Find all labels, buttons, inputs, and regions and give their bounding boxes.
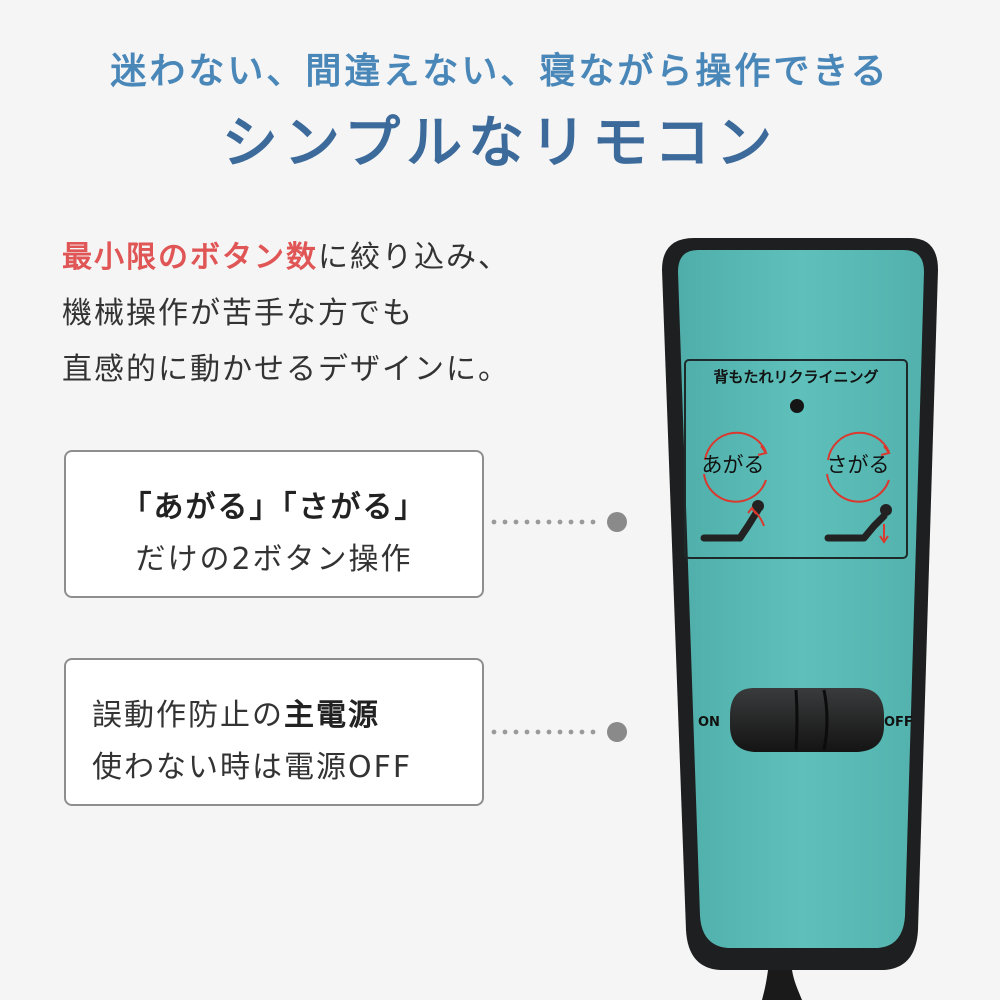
- headline-title: シンプルなリモコン: [221, 111, 779, 176]
- control-panel: [684, 359, 908, 559]
- down-arrowhead-icon: [880, 445, 891, 456]
- indicator-light: [790, 399, 804, 413]
- callout-power-prefix: 誤動作防止の: [92, 698, 284, 733]
- leader-line-buttons: [491, 512, 627, 532]
- intro-text: 最小限のボタン数に絞り込み、 機械操作が苦手な方でも 直感的に動かせるデザインに…: [62, 230, 622, 398]
- leader-line-power: [491, 722, 627, 742]
- up-arrow-icon-lower: [703, 473, 767, 503]
- intro-line-1-rest: に絞り込み、: [318, 240, 510, 275]
- intro-highlight: 最小限のボタン数: [62, 240, 318, 275]
- switch-off-label: OFF: [884, 715, 913, 730]
- down-arrow-icon: [827, 431, 890, 461]
- up-button[interactable]: あがる: [702, 431, 768, 503]
- down-arrow-icon-lower: [826, 473, 890, 503]
- callout-buttons: 「あがる」「さがる」 だけの2ボタン操作: [64, 450, 484, 598]
- remote-cord: [762, 970, 802, 1000]
- intro-line-2: 機械操作が苦手な方でも: [62, 296, 414, 331]
- headline-subtitle: 迷わない、間違えない、寝ながら操作できる: [110, 51, 890, 92]
- intro-line-1: 最小限のボタン数に絞り込み、: [62, 230, 622, 286]
- callout-buttons-title: 「あがる」「さがる」: [121, 490, 427, 525]
- power-switch[interactable]: ON OFF: [698, 688, 913, 752]
- callout-power-title: 誤動作防止の主電源: [92, 690, 380, 734]
- remote-face: [678, 250, 924, 948]
- panel-title: 背もたれリクライニング: [713, 368, 878, 386]
- switch-knob[interactable]: [730, 688, 884, 752]
- down-button-label: さがる: [827, 453, 890, 477]
- up-button-label: あがる: [702, 453, 765, 477]
- recline-up-icon: [700, 500, 765, 542]
- callout-power-bold: 主電源: [284, 698, 380, 733]
- switch-on-label: ON: [698, 715, 720, 730]
- intro-line-3: 直感的に動かせるデザインに。: [62, 352, 510, 387]
- callout-power-text: 使わない時は電源OFF: [92, 750, 413, 785]
- callout-power: 誤動作防止の主電源 使わない時は電源OFF: [64, 658, 484, 806]
- remote-control: 背もたれリクライニング あがる さがる ON OFF: [662, 238, 938, 1000]
- down-button[interactable]: さがる: [826, 431, 891, 503]
- callout-buttons-text: だけの2ボタン操作: [135, 542, 413, 577]
- recline-down-icon: [824, 504, 892, 544]
- up-arrowhead-icon: [757, 445, 768, 456]
- up-arrow-icon: [704, 431, 767, 461]
